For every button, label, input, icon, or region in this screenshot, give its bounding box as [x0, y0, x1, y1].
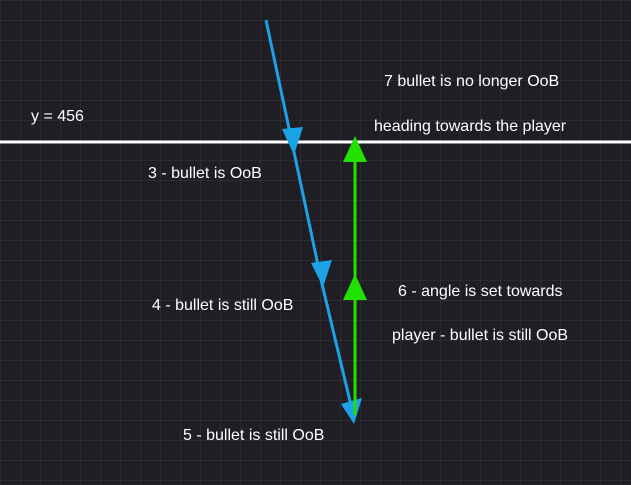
annotation-step-3: 3 - bullet is OoB [148, 165, 262, 182]
bullet-path-segment-2 [292, 151, 324, 285]
annotation-step-6-line-1: 6 - angle is set towards [398, 283, 563, 300]
annotation-step-4: 4 - bullet is still OoB [152, 297, 294, 314]
bullet-path-arrowhead-3 [341, 398, 362, 424]
annotation-step-6-line-2: player - bullet is still OoB [392, 327, 569, 344]
bullet-path-arrowhead-2 [311, 260, 332, 287]
bullet-path-segment-3 [320, 283, 356, 419]
annotation-step-7-line-1: 7 bullet is no longer OoB [384, 73, 560, 90]
annotation-step-7-line-2: heading towards the player [374, 118, 567, 135]
bullet-path-arrowhead-1 [282, 127, 303, 155]
redirect-arrowhead-upper [343, 136, 367, 162]
redirect-arrowhead-lower [343, 274, 367, 300]
annotation-step-5: 5 - bullet is still OoB [183, 427, 325, 444]
boundary-label: y = 456 [31, 108, 84, 125]
